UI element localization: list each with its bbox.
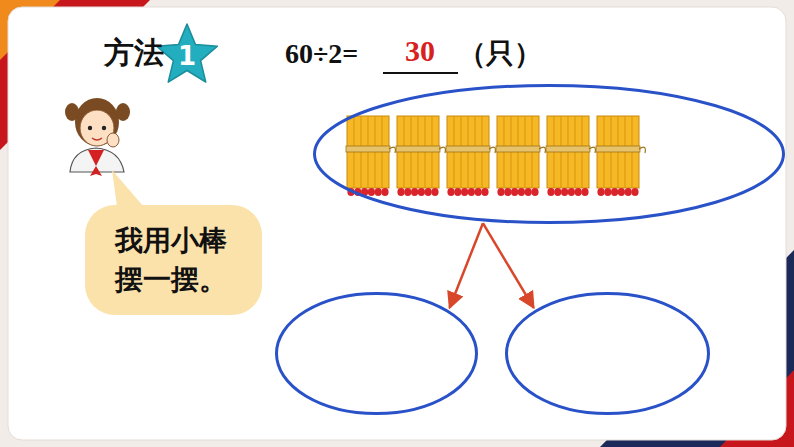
ellipse-outline (313, 84, 785, 224)
stick-bundle (496, 116, 545, 196)
bubble-text: 我用小棒摆一摆。 (115, 221, 231, 299)
stick-bundle (546, 116, 595, 196)
stick-bundle (396, 116, 445, 196)
stick-bundle (346, 116, 395, 196)
split-arrow (483, 223, 534, 308)
group-ellipse (275, 292, 478, 415)
method-number: 1 (178, 43, 196, 69)
unit-text: （只） (458, 40, 542, 68)
slide-card (8, 7, 786, 440)
method-heading: 方法 (104, 38, 164, 68)
ellipse-outline (275, 292, 478, 415)
star-badge (157, 24, 218, 82)
answer-number: 30 (405, 36, 435, 66)
split-arrow (450, 223, 483, 308)
group-ellipse (313, 84, 785, 224)
equation: 60÷2= (285, 40, 358, 68)
girl-figure (65, 98, 130, 176)
stick-bundle (446, 116, 495, 196)
stick-bundle (596, 116, 645, 196)
ellipse-outline (505, 292, 710, 415)
speech-bubble: 我用小棒摆一摆。 (85, 205, 262, 315)
group-ellipse (505, 292, 710, 415)
stick-bundles (346, 116, 645, 196)
answer-blank (383, 72, 458, 74)
